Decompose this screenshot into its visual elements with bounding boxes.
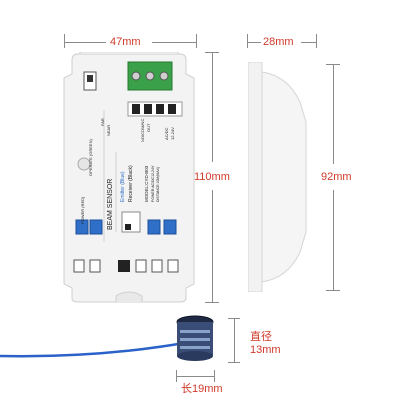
side-height-line-bottom xyxy=(333,190,334,290)
sensor-diameter-text: 直径 xyxy=(250,331,272,343)
power-led-label: POWER (RED) xyxy=(80,196,85,224)
sensor-cable xyxy=(0,340,191,358)
width-dim-tick-right xyxy=(196,34,197,48)
diameter-dim-line xyxy=(234,318,235,362)
height-dim-tick-bottom xyxy=(205,302,219,303)
height-side-label: 92mm xyxy=(321,171,352,183)
near-label: NEAR xyxy=(106,125,111,136)
depth-dim-line-right xyxy=(301,42,316,43)
depth-dim-line-left xyxy=(247,42,261,43)
distance-label: DISTANCE:10M(MAX) xyxy=(156,167,160,202)
module-side-view xyxy=(248,62,307,292)
far-label: FAR xyxy=(100,118,105,126)
terminal-right-label: AC/DC xyxy=(164,127,169,140)
depth-dim-tick-left xyxy=(247,34,248,48)
height-main-label: 110mm xyxy=(194,171,230,183)
emitter-label: Emitter (Blue) xyxy=(120,171,126,202)
length-tick-right xyxy=(214,370,215,382)
width-dim-line-left xyxy=(64,42,106,43)
beam-sensor-module: BEAM SENSOR Emitter (Blue) Receiver (Bla… xyxy=(63,52,195,303)
power-spec-label: POWER:AC/DC12-24V xyxy=(151,165,155,202)
height-dim-line-bottom xyxy=(212,190,213,302)
depth-side-label: 28mm xyxy=(263,36,294,48)
model-label: MODEL:CYD-B03 xyxy=(144,165,149,202)
height-dim-line-top xyxy=(212,52,213,162)
sensor-diameter-value: 13mm xyxy=(250,344,281,356)
terminal-left-sub-label: OUT xyxy=(146,123,151,132)
depth-dim-tick-right xyxy=(316,34,317,48)
operate-label: OPERATE (GREEN) xyxy=(88,139,93,176)
sensor-probe xyxy=(176,315,214,361)
side-height-tick-bottom xyxy=(326,290,340,291)
diameter-tick-bottom xyxy=(228,362,240,363)
width-dim-line-right xyxy=(152,42,196,43)
side-height-line-top xyxy=(333,64,334,164)
length-dim-line xyxy=(176,376,214,377)
terminal-left-label: NO/COM/NC xyxy=(140,119,145,142)
width-dim-tick-left xyxy=(64,34,65,48)
width-main-label: 47mm xyxy=(110,36,141,48)
receiver-label: Receiver (Black) xyxy=(128,165,134,202)
sensor-length-label: 长19mm xyxy=(181,383,223,395)
terminal-right-sub-label: 12-24V xyxy=(170,127,175,140)
brand-label: BEAM SENSOR xyxy=(107,179,114,230)
